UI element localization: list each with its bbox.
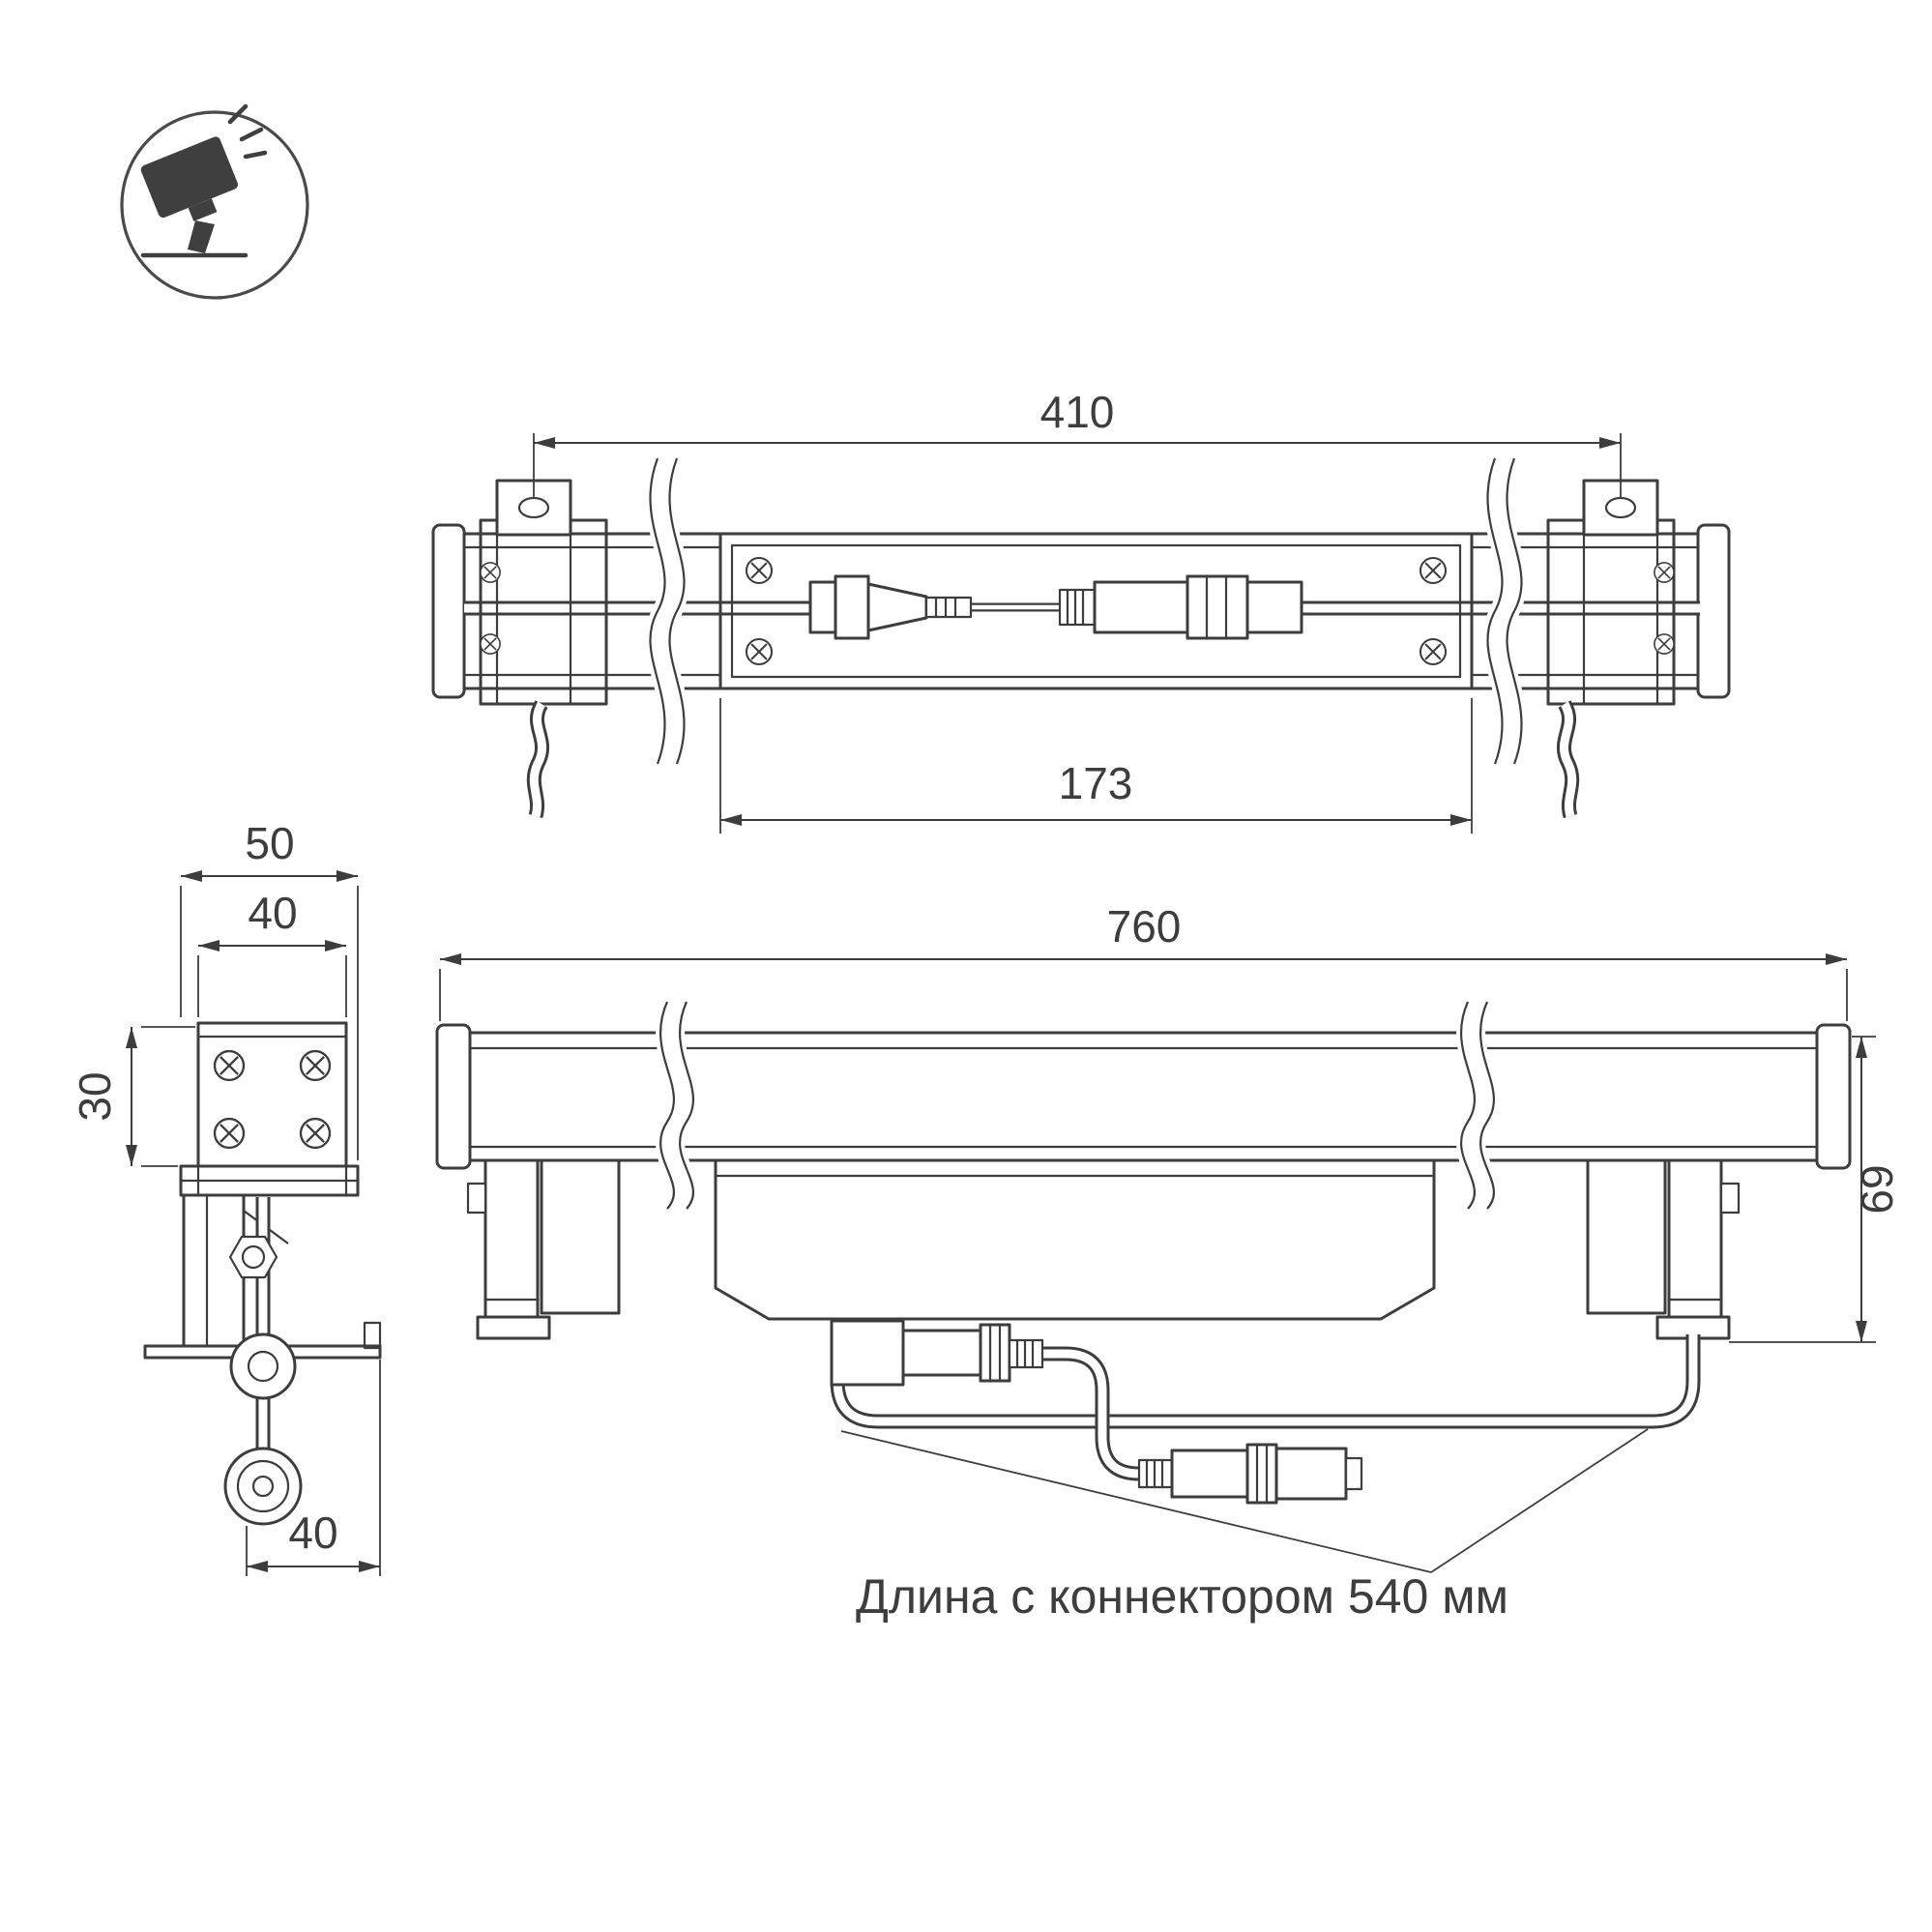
connector-length-note: Длина с коннектором 540 мм [856, 1569, 1508, 1624]
dim-173-label: 173 [1059, 758, 1133, 808]
dim-760-label: 760 [1107, 901, 1182, 951]
dimension-40-offset: 40 [246, 1360, 381, 1576]
dimension-173: 173 [719, 698, 1473, 834]
dimension-760: 760 [439, 901, 1848, 1021]
connector-free-end [1137, 1443, 1363, 1505]
leader-lines [840, 1428, 1649, 1573]
panel-screw [1419, 637, 1448, 666]
cable-gland-upper [229, 1332, 297, 1400]
dimension-40-body: 40 [197, 888, 347, 1017]
end-cap-left [435, 1023, 472, 1170]
top-view: 410 173 [431, 387, 1731, 834]
dangling-cable-right [1564, 704, 1571, 816]
dim-50-label: 50 [245, 818, 294, 868]
end-cap-right [1696, 523, 1731, 699]
clamp-bolt-left [466, 1182, 487, 1215]
body-screw [299, 1049, 332, 1082]
panel-screw [1419, 556, 1448, 585]
dim-30-label: 30 [70, 1071, 120, 1121]
break-line-right [1487, 458, 1521, 764]
front-view: 760 69 Длина с коннектором 540 мм [435, 901, 1902, 1624]
body-screw [213, 1117, 246, 1150]
mounting-bracket-right [1546, 479, 1676, 706]
dimension-30: 30 [70, 1026, 195, 1167]
end-cap-left [431, 523, 466, 699]
connector-pair-top-view [808, 574, 1303, 640]
pivot-nut [228, 1235, 278, 1279]
floodlight-icon [120, 103, 309, 300]
dimension-410: 410 [533, 387, 1622, 499]
icon-circle [120, 110, 309, 300]
body-screw [213, 1049, 246, 1082]
dim-40-offset-label: 40 [288, 1508, 337, 1558]
end-cap-right [1815, 1023, 1852, 1170]
cable-to-connector [1042, 1354, 1147, 1474]
side-view-cable [223, 1197, 303, 1526]
dim-410-label: 410 [1040, 387, 1115, 437]
dim-40-body-label: 40 [248, 888, 297, 938]
side-view-body [179, 1021, 360, 1197]
clamp-right [1586, 1158, 1741, 1340]
panel-screw [745, 637, 774, 666]
break-line-left [650, 458, 684, 764]
dimension-69: 69 [1729, 1036, 1902, 1343]
body-screw [299, 1117, 332, 1150]
dimension-50: 50 [180, 818, 359, 1160]
side-view: 50 40 30 40 [70, 818, 382, 1576]
mounting-bracket-left [479, 479, 608, 706]
driver-housing [714, 1158, 1436, 1321]
front-view-bar [435, 1023, 1852, 1170]
clamp-left [466, 1158, 621, 1340]
dangling-cable-left [534, 704, 542, 816]
connector-coupled [830, 1319, 1044, 1387]
cable-gland-lower [223, 1447, 303, 1526]
clamp-bolt-right [1719, 1182, 1741, 1215]
panel-screw [745, 556, 774, 585]
access-panel [718, 532, 1474, 690]
dim-69-label: 69 [1852, 1164, 1902, 1214]
